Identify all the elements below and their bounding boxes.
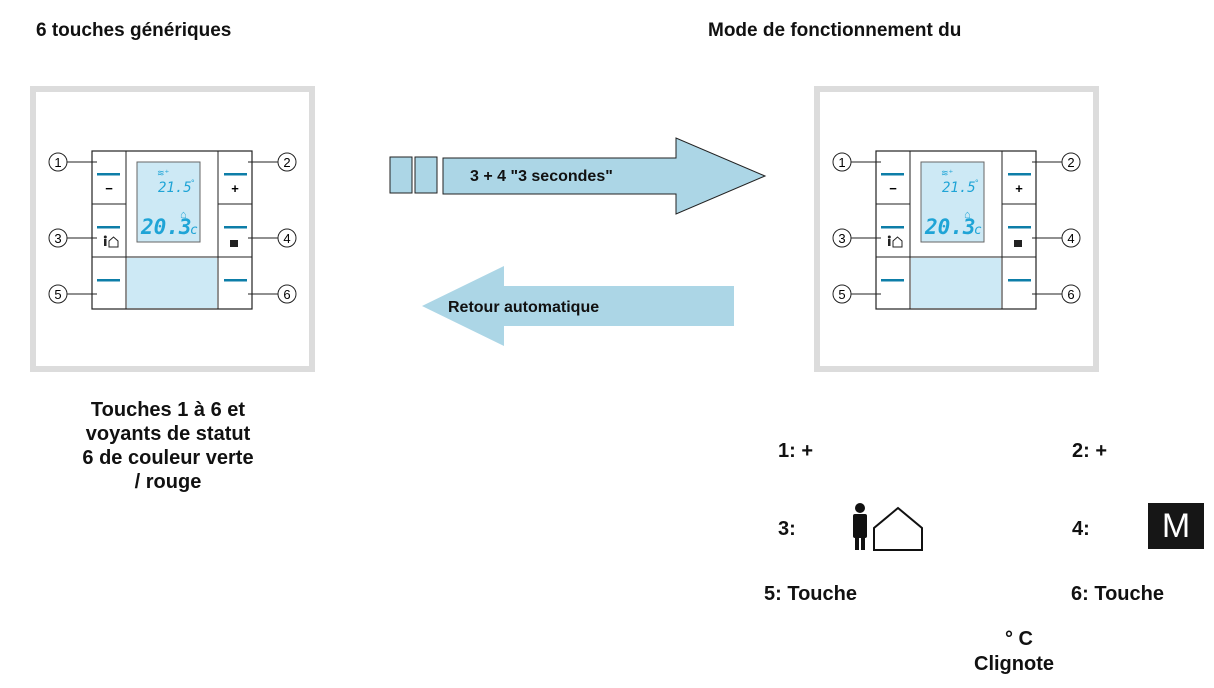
setpoint-unit: ° xyxy=(191,178,195,188)
legend-item-2: 2: + xyxy=(1072,440,1108,462)
temperature-readout: 20.3 xyxy=(924,215,976,239)
led-2 xyxy=(1008,173,1031,176)
callout-label-1: 1 xyxy=(54,155,61,170)
callout-6 xyxy=(277,284,297,304)
led-6 xyxy=(1008,279,1031,282)
callout-3 xyxy=(832,228,852,248)
m-mode-icon: M xyxy=(1148,503,1204,549)
callout-label-5: 5 xyxy=(54,287,61,302)
legend-item-6: 6: Touche xyxy=(1071,583,1164,605)
key-4-square xyxy=(414,156,438,194)
callout-1 xyxy=(832,152,852,172)
plus-key-symbol: + xyxy=(231,181,239,196)
minus-key-symbol: − xyxy=(889,181,897,196)
callout-label-5: 5 xyxy=(838,287,845,302)
callout-2 xyxy=(277,152,297,172)
left-caption: Touches 1 à 6 et voyants de statut 6 de … xyxy=(30,398,306,494)
house-mode-icon: ⌂ xyxy=(180,209,187,221)
house-mode-icon: ⌂ xyxy=(964,209,971,221)
callout-label-4: 4 xyxy=(1067,231,1074,246)
temperature-unit: c xyxy=(974,223,982,238)
thermostat-device-right: ≋⁺ 21.5 ° ⌂ 20.3 c − + 1 2 3 4 5 6 xyxy=(814,86,1099,372)
thermostat-device-left: ≋⁺ 21.5 ° ⌂ 20.3 c − + 1 2 3 4 5 6 xyxy=(30,86,315,372)
legend-item-3: 3: xyxy=(778,518,796,540)
legend-item-5: 5: Touche xyxy=(764,583,857,605)
temperature-readout: 20.3 xyxy=(140,215,192,239)
m-key-icon xyxy=(1014,240,1022,247)
callout-2 xyxy=(1061,152,1081,172)
temperature-unit: c xyxy=(190,223,198,238)
m-key-icon xyxy=(230,240,238,247)
setpoint-readout: 21.5 xyxy=(158,180,192,196)
callout-label-3: 3 xyxy=(838,231,845,246)
callout-label-3: 3 xyxy=(54,231,61,246)
presence-house-icon xyxy=(103,235,119,248)
callout-4 xyxy=(277,228,297,248)
callout-5 xyxy=(48,284,68,304)
forward-arrow xyxy=(442,137,767,215)
forward-arrow-label: 3 + 4 "3 secondes" xyxy=(470,168,613,185)
led-3 xyxy=(881,226,904,229)
back-arrow xyxy=(422,266,734,346)
callout-1 xyxy=(48,152,68,172)
led-5 xyxy=(97,279,120,282)
callout-4 xyxy=(1061,228,1081,248)
callout-label-6: 6 xyxy=(283,287,290,302)
callout-label-4: 4 xyxy=(283,231,290,246)
legend-item-1: 1: + xyxy=(778,440,814,462)
legend-note-unit: ° C xyxy=(1005,628,1033,650)
led-4 xyxy=(224,226,247,229)
setpoint-unit: ° xyxy=(975,178,979,188)
caption-line-1: Touches 1 à 6 et xyxy=(90,399,246,421)
legend-note-blink: Clignote xyxy=(974,653,1054,675)
heating-icon: ≋⁺ xyxy=(941,168,954,178)
callout-label-2: 2 xyxy=(1067,155,1074,170)
device-frame xyxy=(814,86,1099,372)
heating-icon: ≋⁺ xyxy=(157,168,170,178)
led-3 xyxy=(97,226,120,229)
lcd-display xyxy=(136,161,201,243)
led-5 xyxy=(881,279,904,282)
lcd-display xyxy=(920,161,985,243)
forward-arrow-group: 3 + 4 "3 secondes" xyxy=(389,137,767,215)
led-2 xyxy=(224,173,247,176)
key-3-square xyxy=(389,156,413,194)
presence-house-icon xyxy=(853,503,923,551)
plus-key-symbol: + xyxy=(1015,181,1023,196)
led-6 xyxy=(224,279,247,282)
caption-line-3: 6 de couleur verte xyxy=(82,447,254,469)
caption-line-2: voyants de statut xyxy=(85,423,251,445)
left-title: 6 touches génériques xyxy=(36,20,232,41)
legend-item-4: 4: xyxy=(1072,518,1090,540)
back-arrow-label: Retour automatique xyxy=(448,299,599,316)
caption-line-4: / rouge xyxy=(134,471,202,493)
led-1 xyxy=(881,173,904,176)
callout-6 xyxy=(1061,284,1081,304)
minus-key-symbol: − xyxy=(105,181,113,196)
callout-label-2: 2 xyxy=(283,155,290,170)
lower-display-area xyxy=(127,258,217,308)
right-title: Mode de fonctionnement du xyxy=(708,20,962,41)
callout-5 xyxy=(832,284,852,304)
callout-label-6: 6 xyxy=(1067,287,1074,302)
led-1 xyxy=(97,173,120,176)
callout-label-1: 1 xyxy=(838,155,845,170)
back-arrow-group: Retour automatique xyxy=(422,266,734,346)
setpoint-readout: 21.5 xyxy=(942,180,976,196)
led-4 xyxy=(1008,226,1031,229)
callout-3 xyxy=(48,228,68,248)
lower-display-area xyxy=(911,258,1001,308)
presence-house-icon xyxy=(887,235,903,248)
